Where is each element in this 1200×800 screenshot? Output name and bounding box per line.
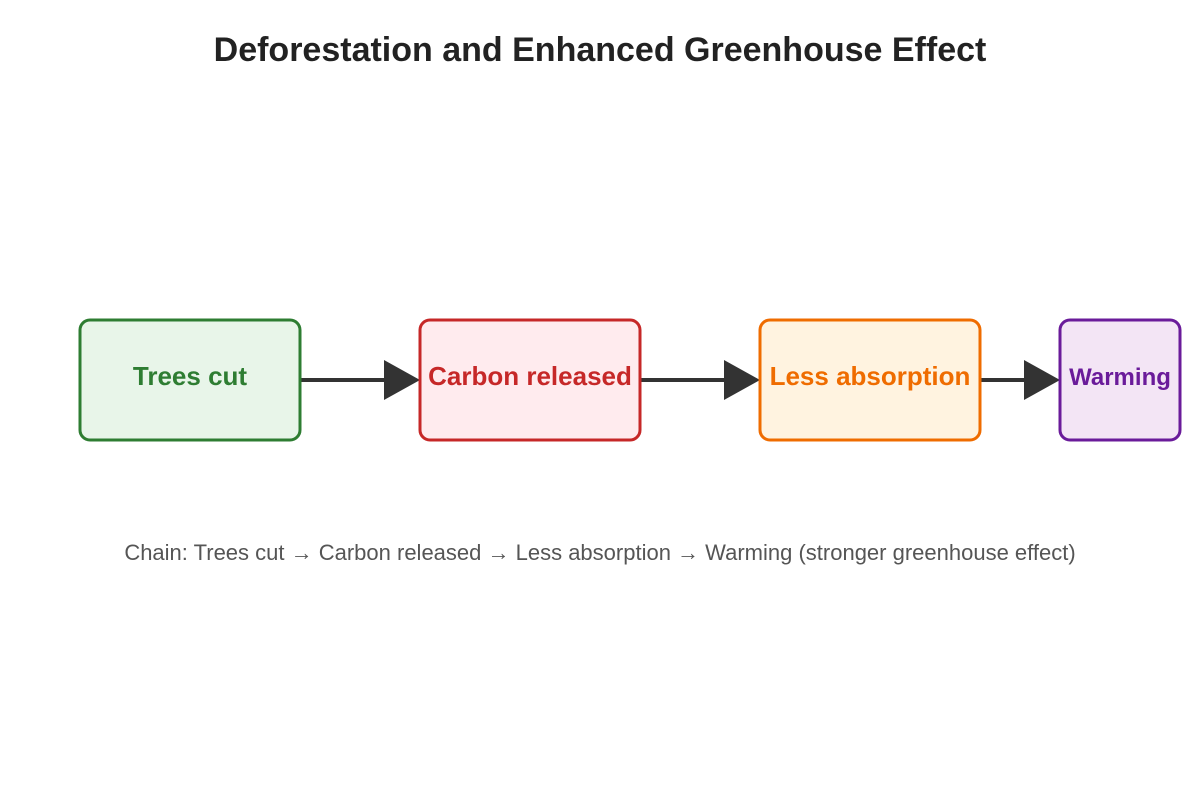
node-warming: Warming <box>1058 318 1182 442</box>
node-box <box>758 318 982 442</box>
diagram-title: Deforestation and Enhanced Greenhouse Ef… <box>214 31 987 69</box>
node-box <box>1058 318 1182 442</box>
arrowhead-absorption-to-warming <box>1024 360 1060 400</box>
node-box <box>418 318 642 442</box>
node-less-absorption: Less absorption <box>758 318 982 442</box>
node-trees-cut: Trees cut <box>78 318 302 442</box>
node-label: Trees cut <box>133 361 248 391</box>
node-carbon-released: Carbon released <box>418 318 642 442</box>
arrowhead-carbon-to-absorption <box>724 360 760 400</box>
node-box <box>78 318 302 442</box>
node-label: Carbon released <box>428 361 632 391</box>
arrows <box>300 360 1060 400</box>
node-label: Warming <box>1069 364 1171 391</box>
arrowhead-trees-to-carbon <box>384 360 420 400</box>
node-label: Less absorption <box>770 361 971 391</box>
chain-caption: Chain: Trees cut → Carbon released → Les… <box>124 540 1075 565</box>
